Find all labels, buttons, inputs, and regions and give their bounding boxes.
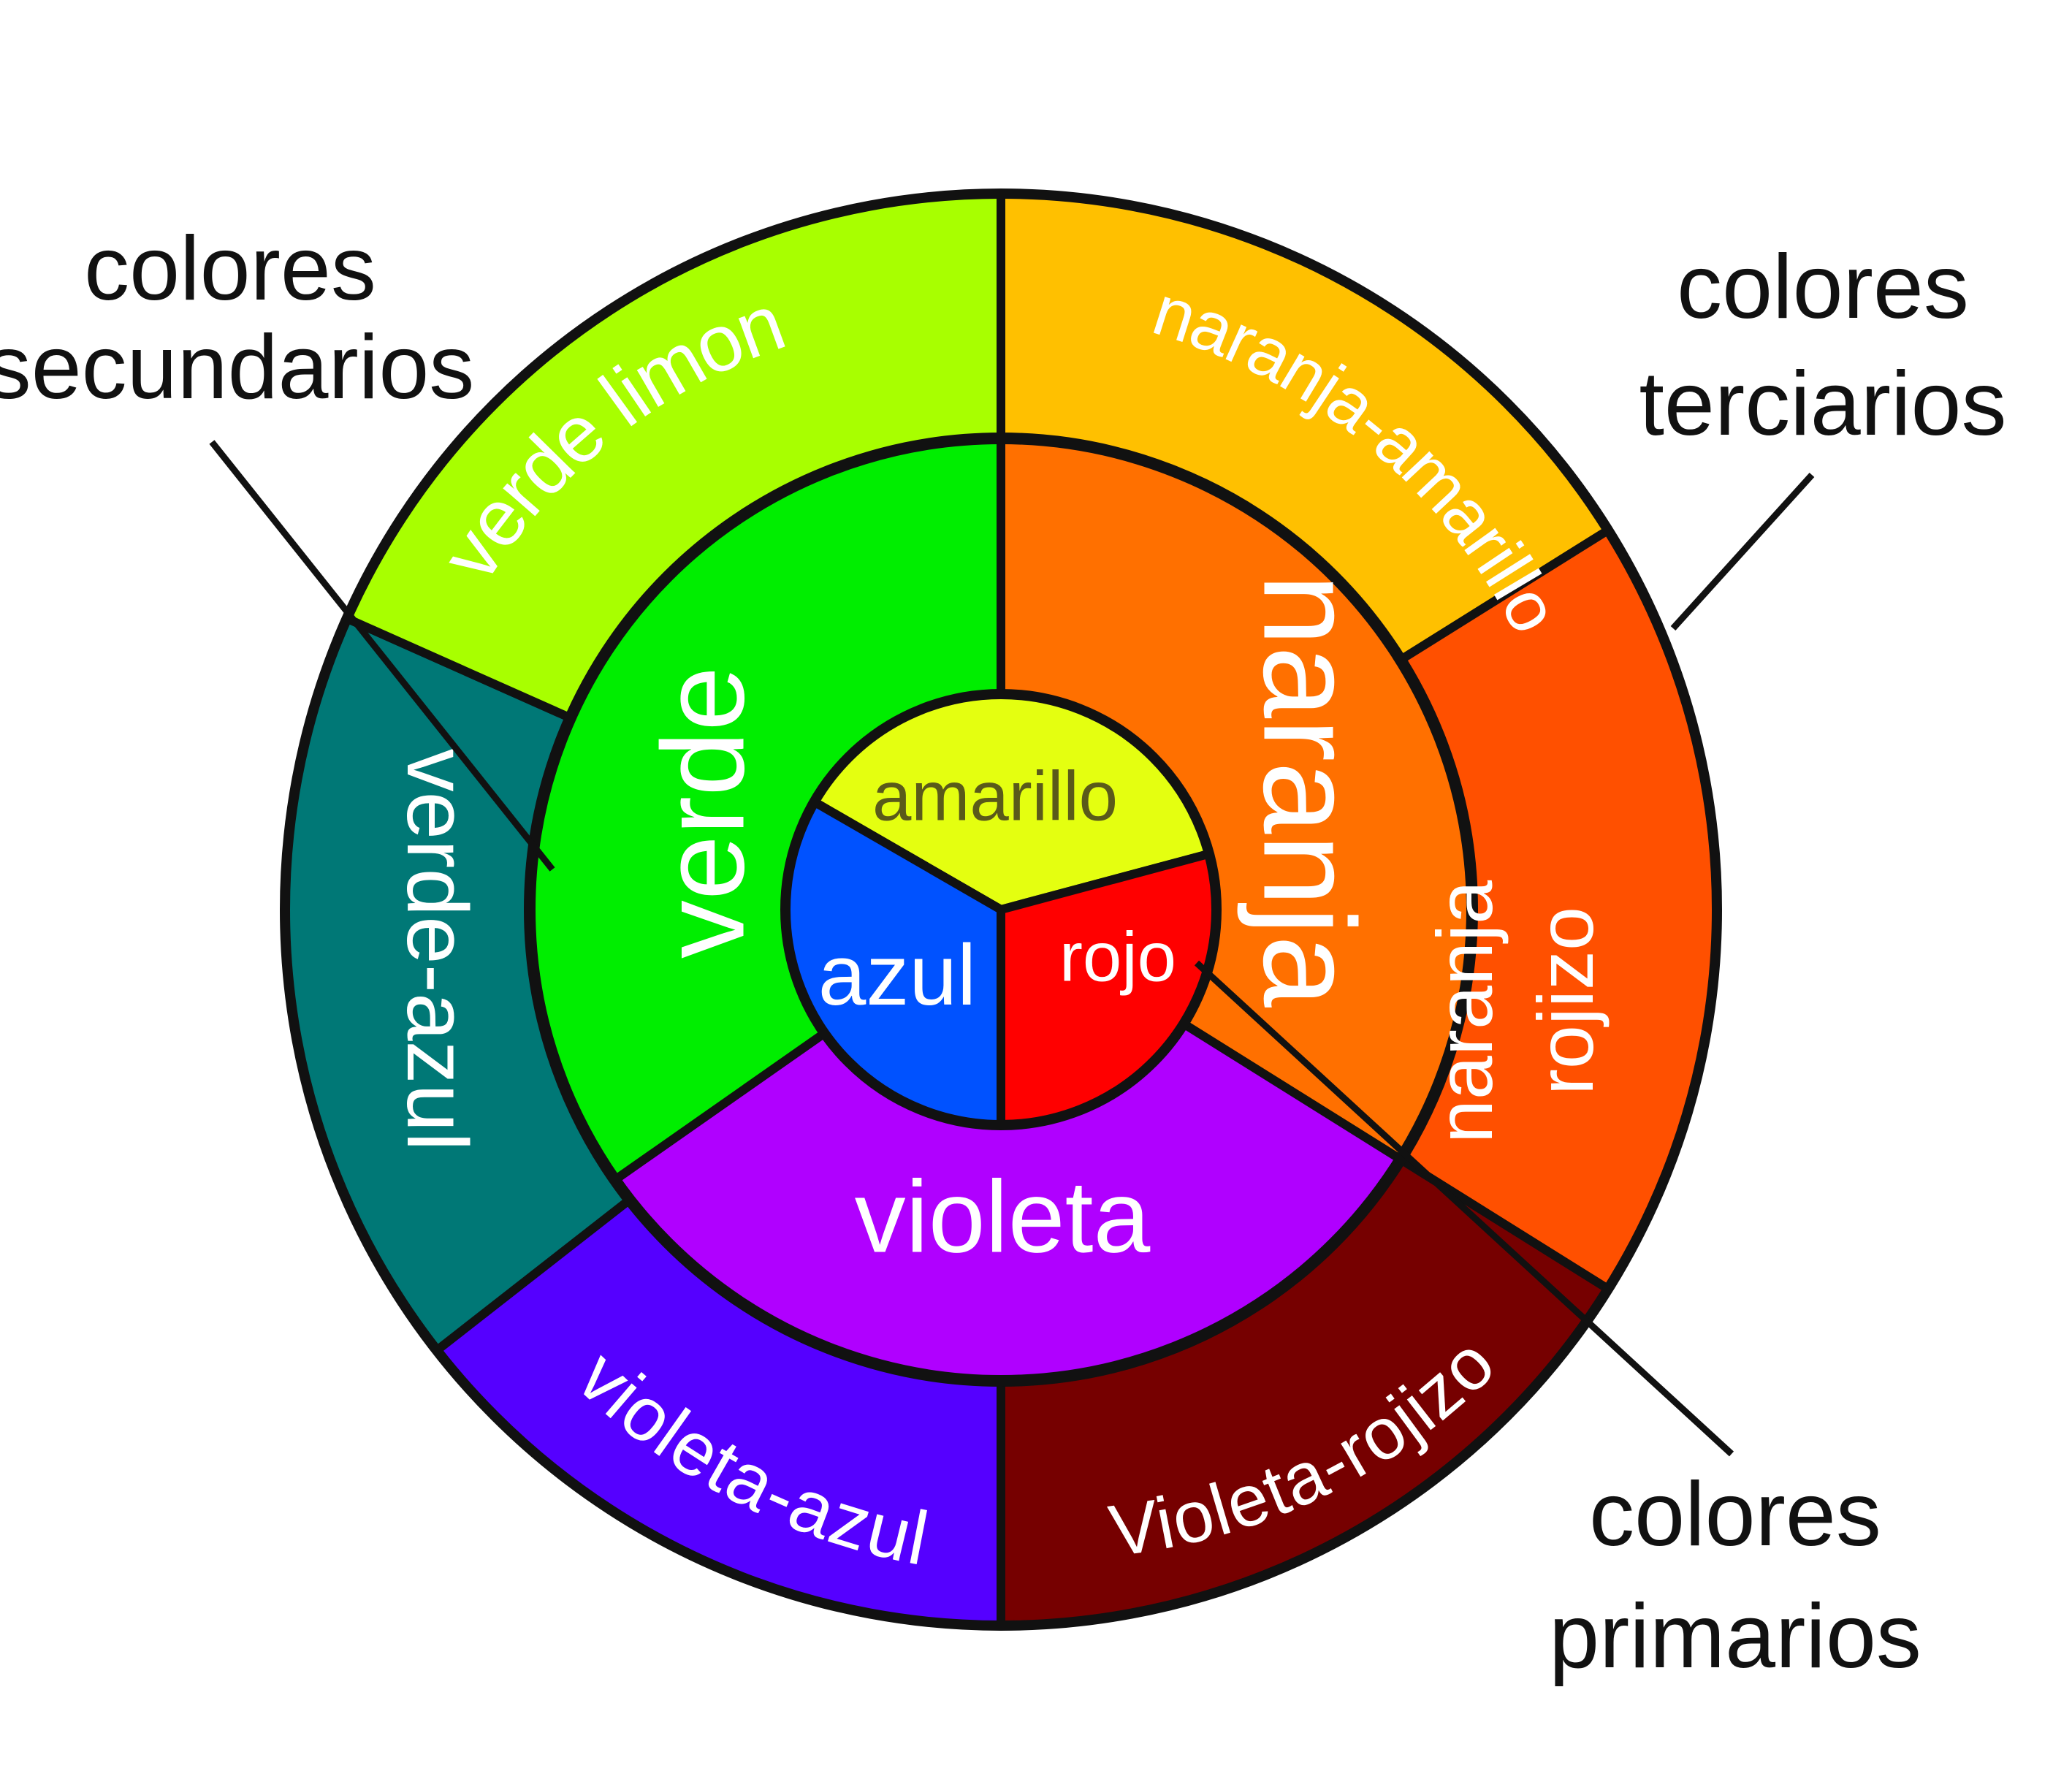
leader-line-secundarios	[209, 440, 555, 872]
label-naranja: naranja	[1237, 574, 1382, 1008]
leader-line-primarios	[1194, 960, 1734, 1457]
callout-terciarios-line1: colores	[1677, 237, 1969, 338]
callout-secundarios-line2: secundarios	[0, 317, 474, 418]
label-amarillo: amarillo	[872, 758, 1118, 836]
callout-secundarios-line1: colores	[84, 218, 376, 319]
label-verde-azul: verde-azul	[389, 749, 485, 1151]
label-naranja-rojizo: naranja rojizo	[1420, 858, 1610, 1143]
label-azul: azul	[818, 927, 976, 1024]
callout-primarios-line2: primarios	[1549, 1586, 1921, 1687]
callout-primarios-line1: colores	[1589, 1464, 1881, 1565]
label-rojo: rojo	[1059, 918, 1176, 997]
outer-ring-border	[280, 188, 1722, 1631]
callout-terciarios-line2: terciarios	[1639, 354, 2006, 454]
middle-ring-border	[524, 433, 1478, 1387]
leader-line-terciarios	[1670, 472, 1815, 631]
label-verde: verde	[638, 666, 769, 959]
label-violeta: violeta	[855, 1159, 1151, 1274]
inner-ring-border	[780, 689, 1222, 1130]
